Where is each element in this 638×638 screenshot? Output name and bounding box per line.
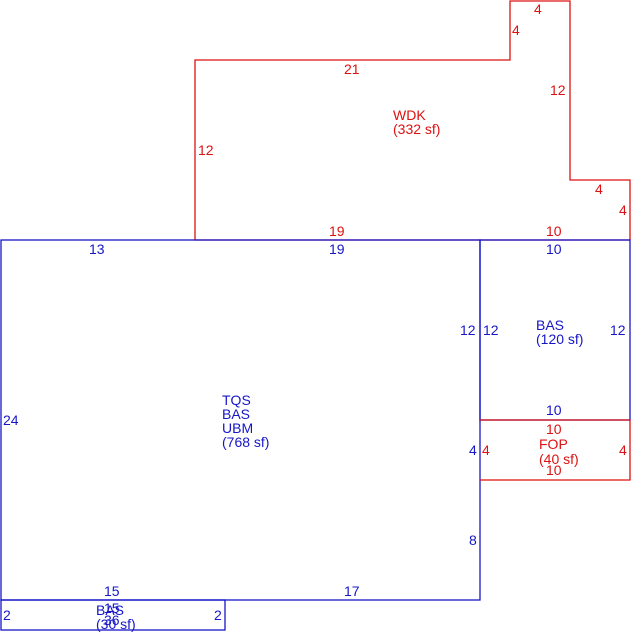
wdk-dim-left: 12: [198, 142, 214, 158]
main-dim-top-right: 19: [329, 241, 345, 257]
bottom-overlap-area: 36: [104, 612, 120, 628]
bas-right-dim-left: 12: [483, 322, 499, 338]
main-dim-right-upper: 12: [460, 322, 476, 338]
fop-dim-right: 4: [619, 442, 627, 458]
main-dim-bottom-left: 15: [104, 583, 120, 599]
wdk-dim-step-lower: 4: [595, 181, 603, 197]
wdk-dim-right-upper: 12: [550, 82, 566, 98]
main-area: (768 sf): [222, 434, 269, 450]
fop-dim-bottom: 10: [546, 462, 562, 478]
wdk-dim-right-step-small: 4: [512, 22, 520, 38]
main-dim-bottom-right: 17: [344, 583, 360, 599]
main-dim-right-middle: 4: [469, 442, 477, 458]
bas-right-code: BAS: [536, 317, 564, 333]
bottom-dim-left: 2: [3, 607, 11, 623]
bottom-bas-outline: [0, 599, 226, 631]
fop-code: FOP: [539, 436, 568, 452]
wdk-dim-top-long: 21: [344, 61, 360, 77]
bas-right-dim-bottom: 10: [546, 402, 562, 418]
main-dim-left: 24: [3, 412, 19, 428]
bas-right-area: (120 sf): [536, 331, 583, 347]
fop-dim-top: 10: [546, 421, 562, 437]
bottom-dim-right: 2: [214, 607, 222, 623]
fop-outline: [480, 419, 631, 481]
bottom-overlap-code: 15: [104, 600, 120, 616]
fop-area: (40 sf): [539, 451, 579, 467]
main-code-bas: BAS: [222, 406, 250, 422]
fop-dim-left: 4: [482, 442, 490, 458]
wdk-dim-bottom-left: 19: [329, 223, 345, 239]
bottom-code: BAS: [96, 602, 124, 618]
main-dim-right-lower: 8: [469, 532, 477, 548]
wdk-dim-right-lower: 4: [619, 202, 627, 218]
wdk-code: WDK: [393, 107, 426, 123]
wdk-area: (332 sf): [393, 121, 440, 137]
main-code-tqs: TQS: [222, 392, 251, 408]
wdk-dim-top-small: 4: [534, 1, 542, 17]
main-dim-top-left: 13: [89, 241, 105, 257]
wdk-dim-bottom-right: 10: [546, 223, 562, 239]
bottom-area: (30 sf): [96, 616, 136, 632]
bas-right-dim-top: 10: [546, 241, 562, 257]
wdk-outline: [194, 0, 631, 240]
bas-right-dim-right: 12: [610, 322, 626, 338]
main-code-ubm: UBM: [222, 420, 253, 436]
